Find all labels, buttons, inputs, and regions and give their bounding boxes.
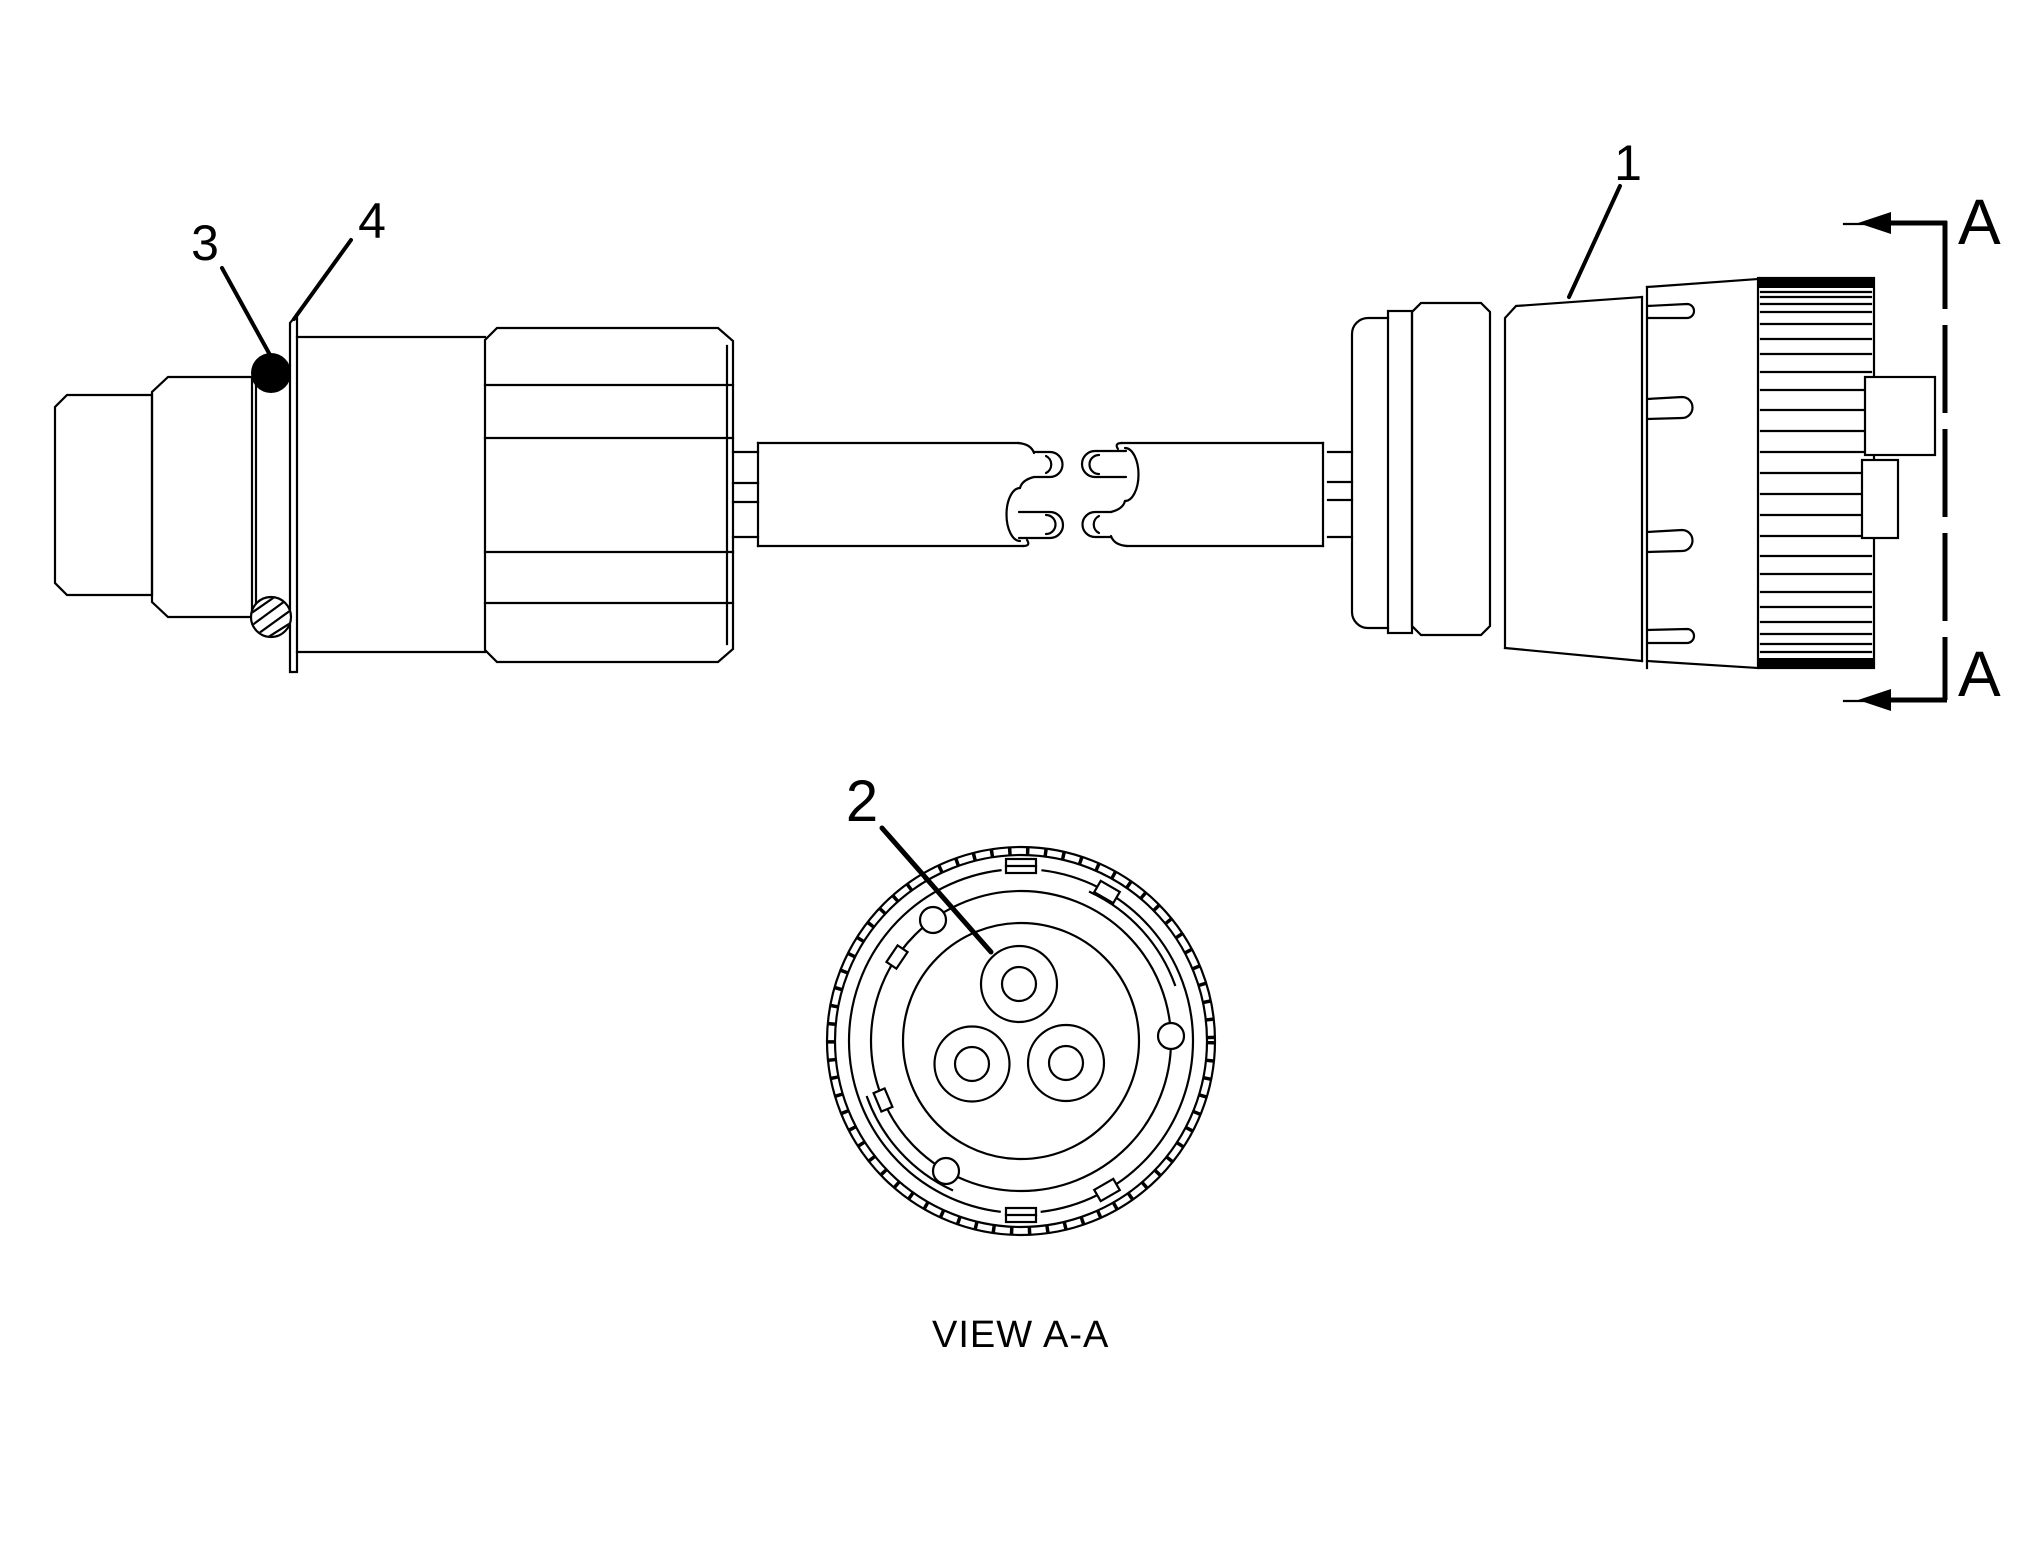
section-arrow-top (1858, 212, 1891, 234)
o-ring-bottom (249, 595, 293, 639)
socket-contact-left (933, 1025, 1011, 1103)
outer-shell-circle (825, 845, 1217, 1237)
boot (1350, 316, 1390, 630)
key-tab-bottom (1004, 1206, 1038, 1224)
right-wire-stubs (1326, 450, 1354, 539)
knurled-ring (1756, 276, 1876, 670)
insert-retainer-circle (869, 889, 1173, 1193)
callout-1: 1 (1614, 135, 1642, 191)
ring-1 (1386, 309, 1414, 635)
cable-left-segment (756, 441, 1025, 548)
cable-right-segment (1120, 441, 1325, 548)
connector-body (295, 335, 487, 654)
left-connector (53, 316, 760, 674)
rear-tab-upper (1863, 375, 1937, 457)
rear-tab-lower (1860, 458, 1900, 540)
coupling-nut (483, 326, 735, 664)
outer-shell-inner-circle (833, 853, 1209, 1229)
bayonet-lug-ne (1092, 879, 1122, 905)
socket-contact-top (979, 944, 1059, 1024)
view-title: VIEW A-A (932, 1314, 1109, 1356)
left-wire-stubs (731, 450, 760, 539)
leader-1 (1567, 184, 1622, 299)
section-arrow-bottom (1858, 689, 1891, 711)
leader-4 (292, 238, 353, 321)
retainer-notch-sw (931, 1156, 961, 1186)
cable-break-left (1005, 441, 1065, 548)
o-ring-top (251, 353, 291, 393)
callout-3: 3 (191, 215, 219, 271)
section-line-a-a: A A (1842, 186, 2001, 711)
retainer-step-w-lower (872, 1087, 894, 1113)
key-tab-top (1004, 857, 1038, 875)
insert-face-circle (901, 921, 1141, 1161)
right-connector (1350, 276, 1937, 670)
retaining-prongs (1645, 302, 1696, 645)
bayonet-arc-ne (1088, 890, 1177, 987)
callout-4: 4 (358, 193, 386, 249)
section-letter-bottom: A (1958, 638, 2001, 710)
callout-2: 2 (846, 769, 878, 834)
plug-step-cylinder (150, 375, 254, 619)
retainer-notch-e (1156, 1021, 1186, 1051)
view-a-a-face (825, 845, 1217, 1237)
callouts: 3 4 1 2 (191, 135, 1642, 955)
housing (1503, 277, 1760, 670)
view-title-reference: A-A (1043, 1314, 1109, 1356)
socket-contact-right (1026, 1023, 1106, 1103)
serration-ring (827, 847, 1215, 1235)
bayonet-lug-se (1092, 1177, 1122, 1203)
cable-break-right (1080, 441, 1140, 548)
retainer-notch-nw (918, 905, 948, 935)
retainer-step-w-upper (884, 943, 910, 971)
section-letter-top: A (1958, 186, 2001, 258)
ring-2 (1410, 301, 1492, 637)
knurl-ridges (1759, 290, 1873, 654)
leader-3 (220, 266, 272, 357)
cable (756, 441, 1354, 548)
plug-tip (53, 393, 154, 597)
view-title-word: VIEW (932, 1314, 1033, 1356)
bayonet-ring (847, 867, 1195, 1215)
